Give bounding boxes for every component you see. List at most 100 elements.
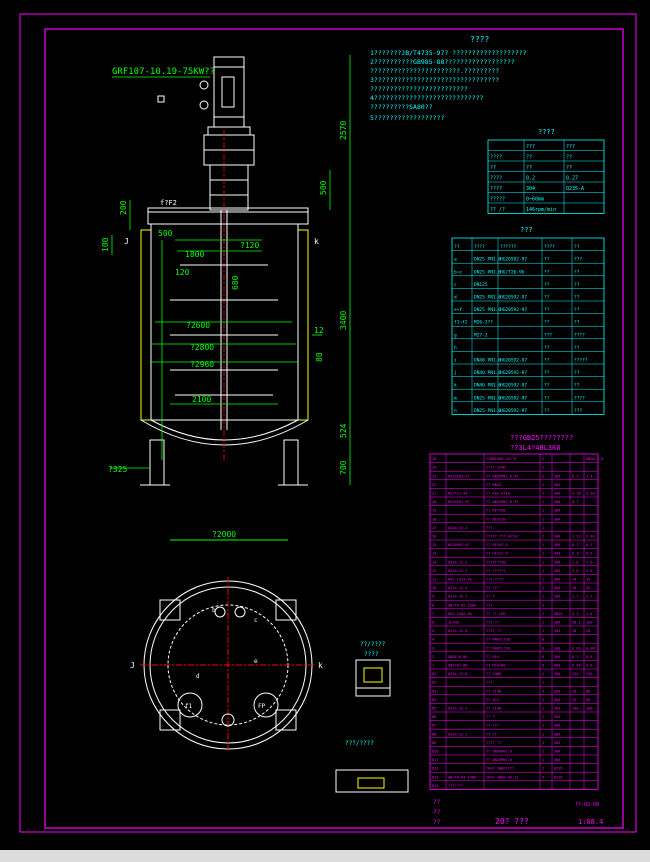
nozzle-table-cell: HG20592-97 bbox=[500, 257, 527, 263]
note-line: 1???????JB/T4735-97? ??????????????????? bbox=[370, 49, 527, 57]
bom-table-cell: 17 bbox=[432, 526, 436, 530]
nozzle-table-cell: b~c bbox=[454, 269, 462, 275]
bom-table-cell: 304 bbox=[554, 621, 561, 625]
bom-table-cell: 4 bbox=[542, 689, 544, 693]
nozzle-table-cell: DN25 PN1.6 bbox=[474, 408, 501, 414]
bom-table-cell: 1 bbox=[542, 681, 544, 685]
dim-700: 700 bbox=[339, 460, 348, 475]
bom-table-cell: 80 bbox=[586, 689, 590, 693]
nozzle-table-cell: d bbox=[454, 295, 457, 301]
detail-a-label: ???? bbox=[364, 651, 379, 658]
bom-table-cell: D8 bbox=[432, 732, 436, 736]
bom-table-cell: 9 bbox=[432, 595, 434, 599]
bom-table-cell: ?? DN25PN1.6 bbox=[486, 758, 512, 762]
bom-table-cell: D14 bbox=[432, 784, 439, 788]
bom-table-cell: ??????? bbox=[448, 784, 463, 788]
nozzle-table-cell: ?? bbox=[544, 257, 550, 263]
nozzle-table-cell: ?? bbox=[574, 282, 580, 288]
detail-b-title: ???/???? bbox=[345, 740, 374, 747]
bom-table-cell: AS14-12-1 bbox=[448, 732, 467, 736]
dim-2800: ?2800 bbox=[190, 343, 214, 352]
bom-table-cell: AS14-12-1 bbox=[448, 526, 467, 530]
bom-table-cell: D13 bbox=[432, 775, 439, 779]
bom-table-cell: 1 bbox=[542, 672, 544, 676]
nozzle-table-cell: HG20592-97 bbox=[500, 295, 527, 301]
bom-table-cell: 304 bbox=[554, 646, 561, 650]
bom-table-cell: 1 bbox=[542, 750, 544, 754]
bom-table-cell: JL430 bbox=[448, 621, 459, 625]
bom-table-cell: 304 bbox=[554, 474, 561, 478]
nozzle-table-cell: DN25 PN1.6 bbox=[474, 395, 501, 401]
dim-2960: ?2960 bbox=[190, 360, 214, 369]
bom-table-cell: ????T7?1N bbox=[486, 560, 505, 564]
nozzle-table-cell: ?? bbox=[544, 320, 550, 326]
bom-table-cell: 1 bbox=[542, 578, 544, 582]
dim-100: 100 bbox=[101, 237, 110, 252]
nozzle-table-cell: HG20592-97 bbox=[500, 307, 527, 313]
bom-table-cell: 304 bbox=[554, 715, 561, 719]
plan-tag-FP: FP bbox=[258, 703, 266, 710]
spec-table-cell: ??? bbox=[566, 144, 575, 150]
dim-80: 80 bbox=[315, 352, 324, 362]
nozzle-table-cell: HG20592-97 bbox=[500, 383, 527, 389]
bom-table-cell: 1.6 bbox=[586, 560, 593, 564]
bom-table-cell: 0.08 bbox=[586, 646, 595, 650]
bom-table-cell: 0.7 bbox=[572, 612, 579, 616]
bom-table-cell: AS14-12-8 bbox=[448, 672, 467, 676]
notes-block: ???? 1???????JB/T4735-97? ??????????????… bbox=[370, 35, 527, 122]
bom-table-cell: Q235 bbox=[554, 775, 563, 779]
bom-table-cell: 1 bbox=[542, 767, 544, 771]
bom-table-cell: 1.6 bbox=[572, 560, 579, 564]
nozzle-table-cell: DN25 PN1.6 bbox=[474, 257, 501, 263]
bom-table-cell: ?HGF 3000-90-12 bbox=[486, 775, 518, 779]
bom-table-cell: 3.6 bbox=[586, 664, 593, 668]
bom-table-cell: 1 bbox=[542, 509, 544, 513]
bom-table-cell: 304 bbox=[554, 552, 561, 556]
dim-680: 680 bbox=[231, 275, 240, 290]
bom-table-cell: 304 bbox=[554, 483, 561, 487]
status-strip bbox=[0, 850, 650, 862]
dim-500v: 500 bbox=[319, 180, 328, 195]
bom-table-cell: ?1DN2500-24??3 bbox=[486, 457, 516, 461]
nozzle-table-cell: HG20592-97 bbox=[500, 395, 527, 401]
bom-table-cell: 2 bbox=[542, 698, 544, 702]
bom-table-cell: 304 bbox=[554, 500, 561, 504]
bom-table-cell: GB/T6-82-1986 bbox=[448, 603, 476, 607]
nozzle-table-cell: DN25 PN1.6 bbox=[474, 269, 501, 275]
bom-table-cell: ???? ?? bbox=[486, 741, 501, 745]
nozzle-table-cell: ?? bbox=[574, 383, 580, 389]
nozzle-table-cell: ???? bbox=[544, 244, 555, 250]
plan-tag-e: e bbox=[254, 658, 258, 665]
bom-table-cell: ??? bbox=[486, 681, 493, 685]
bom-table-cell: 20 bbox=[432, 500, 436, 504]
title-block-meta: ??-02-08 bbox=[575, 802, 599, 808]
bom-table-cell: 4 bbox=[542, 775, 544, 779]
spec-table-cell: 0.27 bbox=[566, 176, 578, 182]
bom-table-cell: 24 bbox=[432, 466, 436, 470]
dim-2600: ?2600 bbox=[186, 321, 210, 330]
nozzle-table-cell: ?? bbox=[544, 383, 550, 389]
title-block-label: ?? bbox=[433, 819, 441, 826]
bom-table-cell: 1.4 bbox=[586, 474, 593, 478]
bom-table-cell: 8 bbox=[432, 603, 434, 607]
bom-table-cell: 12 bbox=[432, 569, 436, 573]
spec-table-cell: ?? bbox=[566, 155, 572, 161]
bom-table-cell: 11 bbox=[432, 578, 436, 582]
bom-table-cell: 20 bbox=[572, 629, 576, 633]
bom-table-cell: D11 bbox=[432, 758, 439, 762]
bom-table-cell: 304 bbox=[554, 689, 561, 693]
bom-table-cell: 2 bbox=[542, 552, 544, 556]
bom-table-cell: ?? ?? LED bbox=[486, 612, 505, 616]
bom-table-cell: D9 bbox=[432, 741, 436, 745]
bom-table-cell: 1 bbox=[542, 483, 544, 487]
bom-table-cell: 21 bbox=[432, 492, 436, 496]
bom-table-cell: 304 bbox=[554, 569, 561, 573]
bom-table-cell: 1.1 bbox=[572, 595, 579, 599]
bom-table-cell: 2 bbox=[542, 457, 544, 461]
title-block-name: 20? ??? bbox=[495, 817, 529, 826]
bom-table-cell: HG20592-97 bbox=[448, 500, 470, 504]
bom-table-cell: 0.7 bbox=[572, 474, 579, 478]
note-line: 5?????????????????? bbox=[370, 114, 444, 122]
bom-table-cell: 2 bbox=[542, 612, 544, 616]
bom-table-cell: AS14-12-5 bbox=[448, 586, 467, 590]
